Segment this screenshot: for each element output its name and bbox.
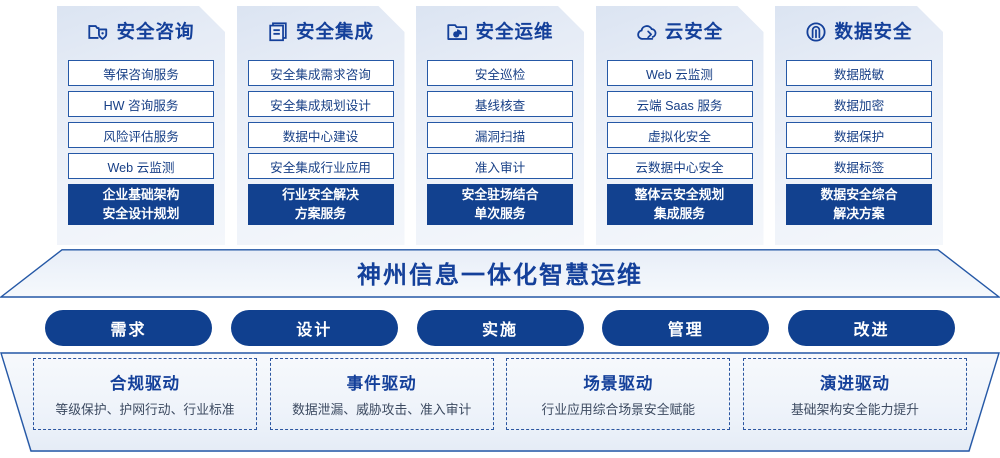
driver-box: 演进驱动基础架构安全能力提升	[742, 358, 967, 430]
service-highlight-line: 解决方案	[833, 205, 885, 221]
capability-card-header: 数据安全	[786, 6, 932, 60]
capability-card-header: 安全运维	[427, 6, 573, 60]
service-item[interactable]: HW 咨询服务	[68, 91, 214, 117]
service-item[interactable]: 虚拟化安全	[607, 122, 753, 148]
service-item[interactable]: 云端 Saas 服务	[607, 91, 753, 117]
service-item[interactable]: 基线核查	[427, 91, 573, 117]
service-item[interactable]: 安全巡检	[427, 60, 573, 86]
service-item[interactable]: Web 云监测	[607, 60, 753, 86]
capability-card-title: 数据安全	[834, 20, 913, 42]
capability-card-title: 安全运维	[475, 20, 554, 42]
service-highlight-line: 企业基础架构	[102, 186, 180, 202]
phase-pill[interactable]: 设计	[230, 310, 398, 346]
fingerprint-icon	[805, 21, 827, 43]
service-highlight[interactable]: 企业基础架构安全设计规划	[68, 184, 214, 225]
service-item[interactable]: 安全集成规划设计	[248, 91, 394, 117]
driver-description: 数据泄漏、威胁攻击、准入审计	[292, 402, 472, 417]
service-highlight[interactable]: 整体云安全规划集成服务	[607, 184, 753, 225]
phase-pill[interactable]: 需求	[45, 310, 212, 346]
service-item[interactable]: 安全集成需求咨询	[248, 60, 394, 86]
driver-box: 合规驱动等级保护、护网行动、行业标准	[33, 358, 257, 430]
service-item[interactable]: 数据脱敏	[786, 60, 932, 86]
driver-description: 行业应用综合场景安全赋能	[541, 402, 696, 417]
driver-title: 场景驱动	[583, 375, 654, 393]
service-item[interactable]: 等保咨询服务	[68, 60, 214, 86]
phase-pill[interactable]: 改进	[788, 310, 955, 346]
service-item-list: 安全集成需求咨询安全集成规划设计数据中心建设安全集成行业应用	[248, 60, 394, 179]
service-item-list: 数据脱敏数据加密数据保护数据标签	[786, 60, 932, 179]
service-highlight[interactable]: 安全驻场结合单次服务	[427, 184, 573, 225]
service-item[interactable]: 漏洞扫描	[427, 122, 573, 148]
platform-banner-title: 神州信息一体化智慧运维	[357, 262, 643, 289]
service-highlight-line: 方案服务	[294, 205, 347, 221]
capability-card: 安全集成安全集成需求咨询安全集成规划设计数据中心建设安全集成行业应用行业安全解决…	[237, 6, 405, 245]
capability-card: 安全咨询等保咨询服务 HW 咨询服务风险评估服务 Web 云监测企业基础架构安全设计…	[57, 6, 225, 245]
service-item[interactable]: 数据标签	[786, 153, 932, 179]
service-item[interactable]: 数据加密	[786, 91, 932, 117]
capability-card-header: 云安全	[607, 6, 753, 60]
capability-card: 云安全 Web 云监测云端 Saas 服务虚拟化安全云数据中心安全整体云安全规划集…	[596, 6, 764, 245]
service-highlight[interactable]: 数据安全综合解决方案	[786, 184, 932, 225]
service-highlight-line: 安全驻场结合	[461, 186, 539, 202]
service-highlight[interactable]: 行业安全解决方案服务	[248, 184, 394, 225]
service-item[interactable]: 数据保护	[786, 122, 932, 148]
service-highlight-line: 安全设计规划	[102, 205, 180, 221]
service-item-list: Web 云监测云端 Saas 服务虚拟化安全云数据中心安全	[607, 60, 753, 179]
capability-card-header: 安全咨询	[68, 6, 214, 60]
service-item[interactable]: 风险评估服务	[68, 122, 214, 148]
capability-card: 安全运维安全巡检基线核查漏洞扫描准入审计安全驻场结合单次服务	[416, 6, 584, 245]
driver-title: 合规驱动	[110, 375, 180, 393]
phase-pill[interactable]: 管理	[602, 310, 770, 346]
cloud-icon	[636, 21, 658, 43]
capability-card-header: 安全集成	[248, 6, 394, 60]
driver-description: 等级保护、护网行动、行业标准	[55, 402, 235, 417]
service-highlight-line: 单次服务	[474, 205, 526, 221]
phase-pill[interactable]: 实施	[416, 310, 584, 346]
stacked-documents-icon	[267, 21, 289, 43]
service-item[interactable]: 云数据中心安全	[607, 153, 753, 179]
service-highlight-line: 集成服务	[653, 205, 706, 221]
capability-card-title: 云安全	[664, 20, 724, 42]
capability-card-title: 安全集成	[295, 20, 374, 42]
capability-card: 数据安全数据脱敏数据加密数据保护数据标签数据安全综合解决方案	[775, 6, 943, 245]
drivers-row: 合规驱动等级保护、护网行动、行业标准事件驱动数据泄漏、威胁攻击、准入审计场景驱动…	[0, 358, 1000, 444]
folder-shield-icon	[87, 21, 109, 43]
driver-description: 基础架构安全能力提升	[790, 402, 919, 417]
capability-cards-row: 安全咨询等保咨询服务 HW 咨询服务风险评估服务 Web 云监测企业基础架构安全设计…	[0, 6, 1000, 251]
service-item[interactable]: Web 云监测	[68, 153, 214, 179]
service-highlight-line: 数据安全综合	[820, 186, 898, 202]
phase-pills-row: 需求设计实施管理改进	[0, 310, 1000, 346]
service-item[interactable]: 安全集成行业应用	[248, 153, 394, 179]
folder-chart-icon	[446, 21, 468, 43]
driver-title: 事件驱动	[346, 375, 417, 393]
capability-card-title: 安全咨询	[116, 20, 195, 42]
service-highlight-line: 整体云安全规划	[634, 186, 725, 202]
driver-box: 事件驱动数据泄漏、威胁攻击、准入审计	[269, 358, 494, 430]
service-item[interactable]: 数据中心建设	[248, 122, 394, 148]
service-item[interactable]: 准入审计	[427, 153, 573, 179]
driver-box: 场景驱动行业应用综合场景安全赋能	[506, 358, 731, 430]
service-item-list: 等保咨询服务 HW 咨询服务风险评估服务 Web 云监测	[68, 60, 214, 179]
driver-title: 演进驱动	[819, 375, 890, 393]
service-highlight-line: 行业安全解决	[282, 186, 359, 202]
service-item-list: 安全巡检基线核查漏洞扫描准入审计	[427, 60, 573, 179]
